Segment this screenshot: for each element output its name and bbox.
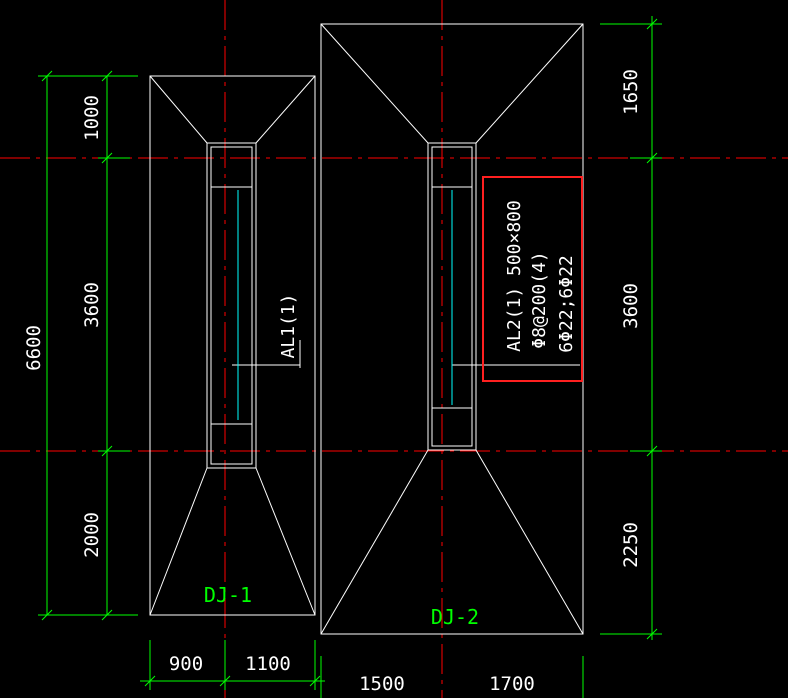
left-dimension-lines <box>38 70 138 621</box>
right-dimension-lines <box>600 16 662 640</box>
dim-left-mid: 3600 <box>81 282 103 328</box>
al2-spec-line1: AL2(1) 500×800 <box>504 200 525 352</box>
dimension-texts: 6600 1000 3600 2000 1650 3600 2250 900 1… <box>23 69 642 695</box>
dj1-column-outer <box>206 142 257 469</box>
foundation-label-dj1: DJ-1 <box>204 583 252 607</box>
right-tick-2 <box>646 152 658 164</box>
dim-left-top: 1000 <box>81 95 103 141</box>
dim-bottom-dj1-left: 900 <box>169 653 203 675</box>
dj1-slope-tr <box>255 75 316 144</box>
dim-left-total: 6600 <box>23 325 45 371</box>
left-tick-5 <box>101 445 113 457</box>
dj1-outline <box>149 75 316 616</box>
left-tick-6 <box>101 609 113 621</box>
dj1-column-inner <box>210 146 253 465</box>
dj1-slope-tl <box>149 75 208 144</box>
bottom-dimension-lines <box>140 640 584 698</box>
dj2-slope-bl <box>320 449 429 635</box>
dj2-column-inner <box>431 146 473 447</box>
dj2-slope-tr <box>475 23 584 144</box>
dj2-slope-tl <box>320 23 429 144</box>
right-tick-3 <box>646 445 658 457</box>
beam-label-al1: AL1(1) <box>278 293 299 358</box>
al2-spec-line3: 6Φ22;6Φ22 <box>556 255 577 353</box>
left-tick-2 <box>41 609 53 621</box>
bottom-dj1-tick-1 <box>144 675 156 687</box>
foundation-dj1[interactable] <box>149 75 316 616</box>
dim-left-bottom: 2000 <box>81 512 103 558</box>
right-tick-1 <box>646 18 658 30</box>
dj2-column-outer <box>427 142 477 451</box>
dj2-slope-br <box>475 449 584 635</box>
beam-annotation-al2: AL2(1) 500×800 Φ8@200(4) 6Φ22;6Φ22 <box>504 200 577 353</box>
bottom-dj1-tick-3 <box>309 675 321 687</box>
right-tick-4 <box>646 628 658 640</box>
dim-bottom-dj1-right: 1100 <box>245 653 291 675</box>
al2-highlight-box[interactable] <box>482 176 583 382</box>
dim-right-top: 1650 <box>620 69 642 115</box>
dim-right-mid: 3600 <box>620 283 642 329</box>
left-tick-4 <box>101 152 113 164</box>
dim-bottom-dj2-left: 1500 <box>359 673 405 695</box>
left-tick-1 <box>41 70 53 82</box>
bottom-dj1-tick-2 <box>219 675 231 687</box>
dim-right-bottom: 2250 <box>620 522 642 568</box>
dj1-slope-bl <box>149 467 208 616</box>
dim-bottom-dj2-right: 1700 <box>489 673 535 695</box>
dj1-slope-br <box>255 467 316 616</box>
foundation-label-dj2: DJ-2 <box>431 605 479 629</box>
al2-spec-line2: Φ8@200(4) <box>529 251 550 349</box>
left-tick-3 <box>101 70 113 82</box>
